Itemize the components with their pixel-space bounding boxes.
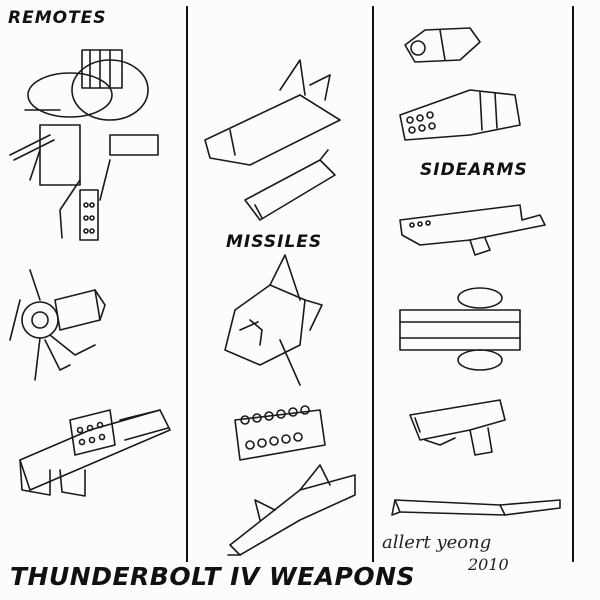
section-heading-remotes: REMOTES xyxy=(8,8,107,28)
column-divider-2 xyxy=(372,6,374,562)
sidearm-blaster-sketch xyxy=(409,399,506,456)
section-heading-sidearms: SIDEARMS xyxy=(420,160,528,180)
missile-pod-sketch xyxy=(234,405,326,461)
sidearm-longrifle-sketch xyxy=(391,499,561,516)
page-title: THUNDERBOLT IV WEAPONS xyxy=(10,562,415,591)
remote-spider-drone-sketch xyxy=(9,269,106,381)
remote-walker-drone-sketch xyxy=(9,49,159,241)
sidearm-grenade-sketch xyxy=(404,27,481,63)
sidearm-rifle-sketch xyxy=(399,204,546,256)
column-divider-3 xyxy=(572,6,574,562)
sidearm-rotary-sketch xyxy=(399,89,521,141)
artist-signature: allert yeong xyxy=(382,532,492,553)
section-heading-missiles: MISSILES xyxy=(226,232,323,252)
missile-4-sketch xyxy=(227,464,356,556)
missile-1-sketch xyxy=(204,59,341,166)
column-divider-1 xyxy=(186,6,188,562)
missile-2-sketch xyxy=(244,149,336,221)
signature-year: 2010 xyxy=(468,555,509,574)
missile-3-sketch xyxy=(224,254,323,386)
remote-cannon-sketch xyxy=(19,409,171,497)
sidearm-minigun-sketch xyxy=(399,287,521,371)
